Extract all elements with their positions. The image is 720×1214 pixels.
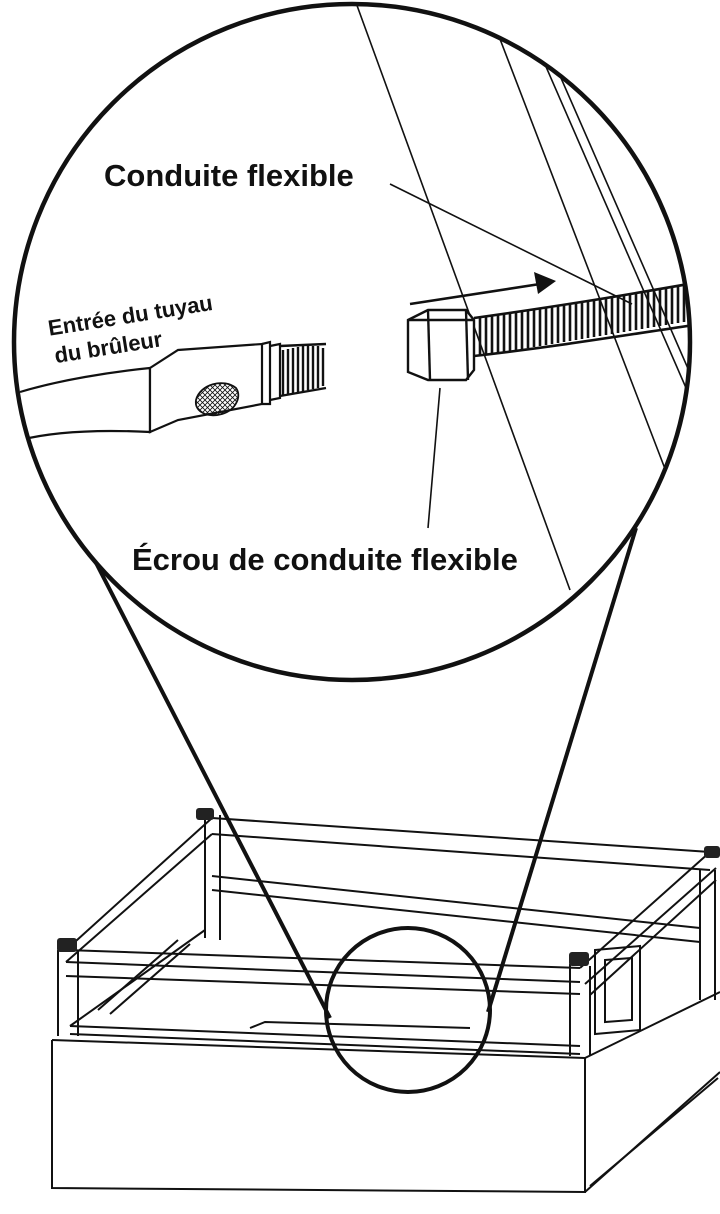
leveling-foot [196, 808, 214, 820]
flex-line-nut [406, 308, 476, 382]
leveling-foot [569, 952, 589, 966]
flexible-hose [473, 280, 690, 358]
zoom-circle [11, 1, 693, 683]
direction-arrow [409, 272, 556, 306]
leveling-foot [704, 846, 720, 858]
leveling-feet [57, 808, 720, 966]
inlet-threads [279, 342, 327, 398]
label-flex-nut: Écrou de conduite flexible [132, 542, 518, 577]
leveling-foot [57, 938, 77, 952]
burner-pipe-inlet [19, 340, 282, 442]
zoom-detail [14, 4, 690, 680]
leader-lines [389, 183, 633, 529]
zoom-connector-lines [72, 519, 638, 1019]
label-flexible-line: Conduite flexible [104, 158, 354, 193]
pedestal-frame [51, 815, 720, 1194]
detail-highlight-circle [324, 926, 492, 1094]
